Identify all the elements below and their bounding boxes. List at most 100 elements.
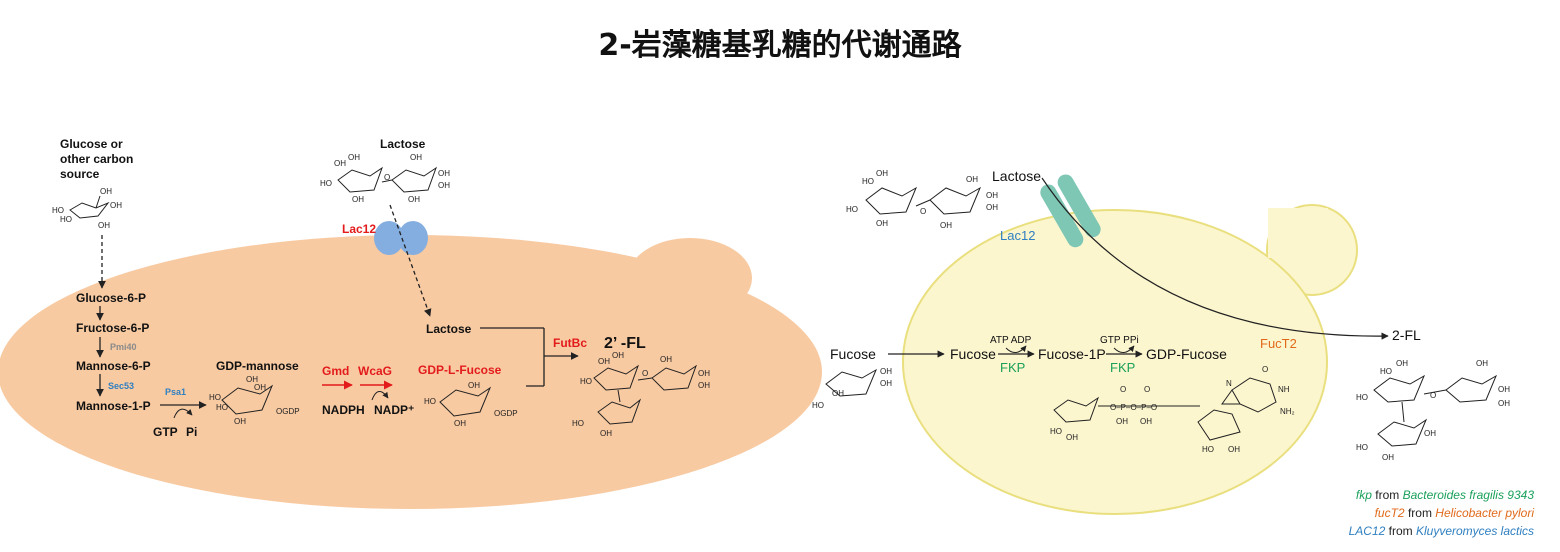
svg-text:OH: OH bbox=[1116, 417, 1128, 426]
lactose-in-cell: Lactose bbox=[426, 322, 472, 336]
legend: fkp from Bacteroides fragilis 9343 fucT2… bbox=[1349, 488, 1535, 538]
lac12-label-left: Lac12 bbox=[342, 222, 376, 236]
svg-text:O: O bbox=[920, 207, 926, 216]
svg-text:OH: OH bbox=[880, 367, 892, 376]
svg-text:O: O bbox=[642, 369, 648, 378]
svg-text:HO: HO bbox=[572, 419, 584, 428]
svg-text:OH: OH bbox=[986, 203, 998, 212]
svg-text:O: O bbox=[1430, 391, 1436, 400]
mannose-6-p: Mannose-6-P bbox=[76, 359, 151, 373]
pmi40-enzyme: Pmi40 bbox=[110, 342, 137, 352]
wcag-enzyme: WcaG bbox=[358, 364, 392, 378]
gmd-enzyme: Gmd bbox=[322, 364, 349, 378]
svg-text:HO: HO bbox=[52, 206, 64, 215]
svg-text:OH: OH bbox=[1498, 399, 1510, 408]
svg-text:OGDP: OGDP bbox=[494, 409, 518, 418]
svg-text:HO: HO bbox=[812, 401, 824, 410]
svg-text:OH: OH bbox=[468, 381, 480, 390]
svg-text:OH: OH bbox=[334, 159, 346, 168]
svg-text:HO: HO bbox=[1356, 443, 1368, 452]
svg-text:OH: OH bbox=[876, 169, 888, 178]
svg-text:OH: OH bbox=[438, 169, 450, 178]
svg-text:OH: OH bbox=[598, 357, 610, 366]
glucose-source-line1: Glucose or bbox=[60, 137, 123, 151]
gdp-fucose-molecule: O–P–O–P–O O O OH OH O NH NH₂ N HO OH HO … bbox=[1050, 365, 1295, 454]
2fl-molecule-right: HO OH OH HO O OH OH OH HO OH bbox=[1356, 359, 1510, 462]
svg-text:OH: OH bbox=[1396, 359, 1408, 368]
svg-text:HO: HO bbox=[862, 177, 874, 186]
glucose-source-line3: source bbox=[60, 167, 100, 181]
svg-text:OH: OH bbox=[438, 181, 450, 190]
svg-text:HO: HO bbox=[209, 393, 221, 402]
fucose-inside: Fucose bbox=[950, 346, 996, 362]
svg-text:HO: HO bbox=[424, 397, 436, 406]
svg-text:OH: OH bbox=[876, 219, 888, 228]
lactose-top-label: Lactose bbox=[380, 137, 426, 151]
mannose-1-p: Mannose-1-P bbox=[76, 399, 151, 413]
svg-text:OH: OH bbox=[1424, 429, 1436, 438]
svg-text:HO: HO bbox=[1202, 445, 1214, 454]
lac12-label-right: Lac12 bbox=[1000, 228, 1035, 243]
svg-text:OH: OH bbox=[254, 383, 266, 392]
fuct2-enzyme: FucT2 bbox=[1260, 336, 1297, 351]
product-2fl-left: 2’ -FL bbox=[604, 335, 646, 352]
svg-text:OH: OH bbox=[348, 153, 360, 162]
svg-text:OH: OH bbox=[454, 419, 466, 428]
2fl-molecule-left: OH OH OH HO O OH OH HO OH bbox=[572, 351, 710, 438]
fucose-molecule-outside: OH OH OH HO bbox=[812, 367, 892, 410]
svg-text:O: O bbox=[1262, 365, 1268, 374]
glucose-molecule: OH HO HO OH OH bbox=[52, 187, 122, 230]
svg-text:HO: HO bbox=[846, 205, 858, 214]
svg-text:HO: HO bbox=[580, 377, 592, 386]
fkp-enzyme-1: FKP bbox=[1000, 360, 1025, 375]
svg-text:OH: OH bbox=[100, 187, 112, 196]
atp-adp: ATP ADP bbox=[990, 335, 1032, 346]
legend-line-2: fucT2 from Helicobacter pylori bbox=[1375, 506, 1535, 520]
lac12-transporter-left-a bbox=[374, 221, 404, 255]
svg-text:OGDP: OGDP bbox=[276, 407, 300, 416]
svg-text:OH: OH bbox=[660, 355, 672, 364]
legend-line-1: fkp from Bacteroides fragilis 9343 bbox=[1356, 488, 1534, 502]
svg-text:OH: OH bbox=[1140, 417, 1152, 426]
svg-text:NH₂: NH₂ bbox=[1280, 407, 1295, 416]
fucose-outside: Fucose bbox=[830, 346, 876, 362]
futbc-enzyme: FutBc bbox=[553, 336, 587, 350]
svg-text:OH: OH bbox=[1476, 359, 1488, 368]
left-cell bbox=[0, 235, 822, 509]
svg-text:OH: OH bbox=[698, 369, 710, 378]
svg-text:OH: OH bbox=[832, 389, 844, 398]
nadp-plus: NADP⁺ bbox=[374, 403, 414, 417]
sec53-enzyme: Sec53 bbox=[108, 381, 134, 391]
svg-text:OH: OH bbox=[880, 379, 892, 388]
svg-text:O: O bbox=[384, 173, 390, 182]
svg-text:HO: HO bbox=[320, 179, 332, 188]
svg-text:HO: HO bbox=[60, 215, 72, 224]
svg-text:N: N bbox=[1226, 379, 1232, 388]
svg-text:OH: OH bbox=[966, 175, 978, 184]
svg-text:OH: OH bbox=[1066, 433, 1078, 442]
gtp-ppi: GTP PPi bbox=[1100, 335, 1139, 346]
svg-text:OH: OH bbox=[110, 201, 122, 210]
gdp-mannose-label: GDP-mannose bbox=[216, 359, 299, 373]
svg-text:HO: HO bbox=[1050, 427, 1062, 436]
lac12-transporter-right bbox=[1040, 174, 1101, 248]
lactose-molecule-left: OH OH OH HO O OH OH OH OH bbox=[320, 153, 450, 204]
pi-left: Pi bbox=[186, 425, 197, 439]
fucose-1p: Fucose-1P bbox=[1038, 346, 1106, 362]
svg-text:O: O bbox=[1144, 385, 1150, 394]
fkp-enzyme-2: FKP bbox=[1110, 360, 1135, 375]
glucose-source-line2: other carbon bbox=[60, 152, 133, 166]
gdp-fucose: GDP-Fucose bbox=[1146, 346, 1227, 362]
right-cell bbox=[902, 209, 1328, 515]
lactose-molecule-right: HO OH OH HO O OH OH OH OH bbox=[846, 169, 998, 230]
psa1-enzyme: Psa1 bbox=[165, 387, 186, 397]
svg-text:OH: OH bbox=[352, 195, 364, 204]
svg-text:OH: OH bbox=[940, 221, 952, 230]
svg-text:OH: OH bbox=[246, 375, 258, 384]
gtp-left: GTP bbox=[153, 425, 178, 439]
product-2fl-right: 2-FL bbox=[1392, 327, 1421, 343]
lactose-right-label: Lactose bbox=[992, 168, 1041, 184]
svg-text:O–P–O–P–O: O–P–O–P–O bbox=[1110, 403, 1157, 412]
glucose-6-p: Glucose-6-P bbox=[76, 291, 146, 305]
svg-text:OH: OH bbox=[986, 191, 998, 200]
